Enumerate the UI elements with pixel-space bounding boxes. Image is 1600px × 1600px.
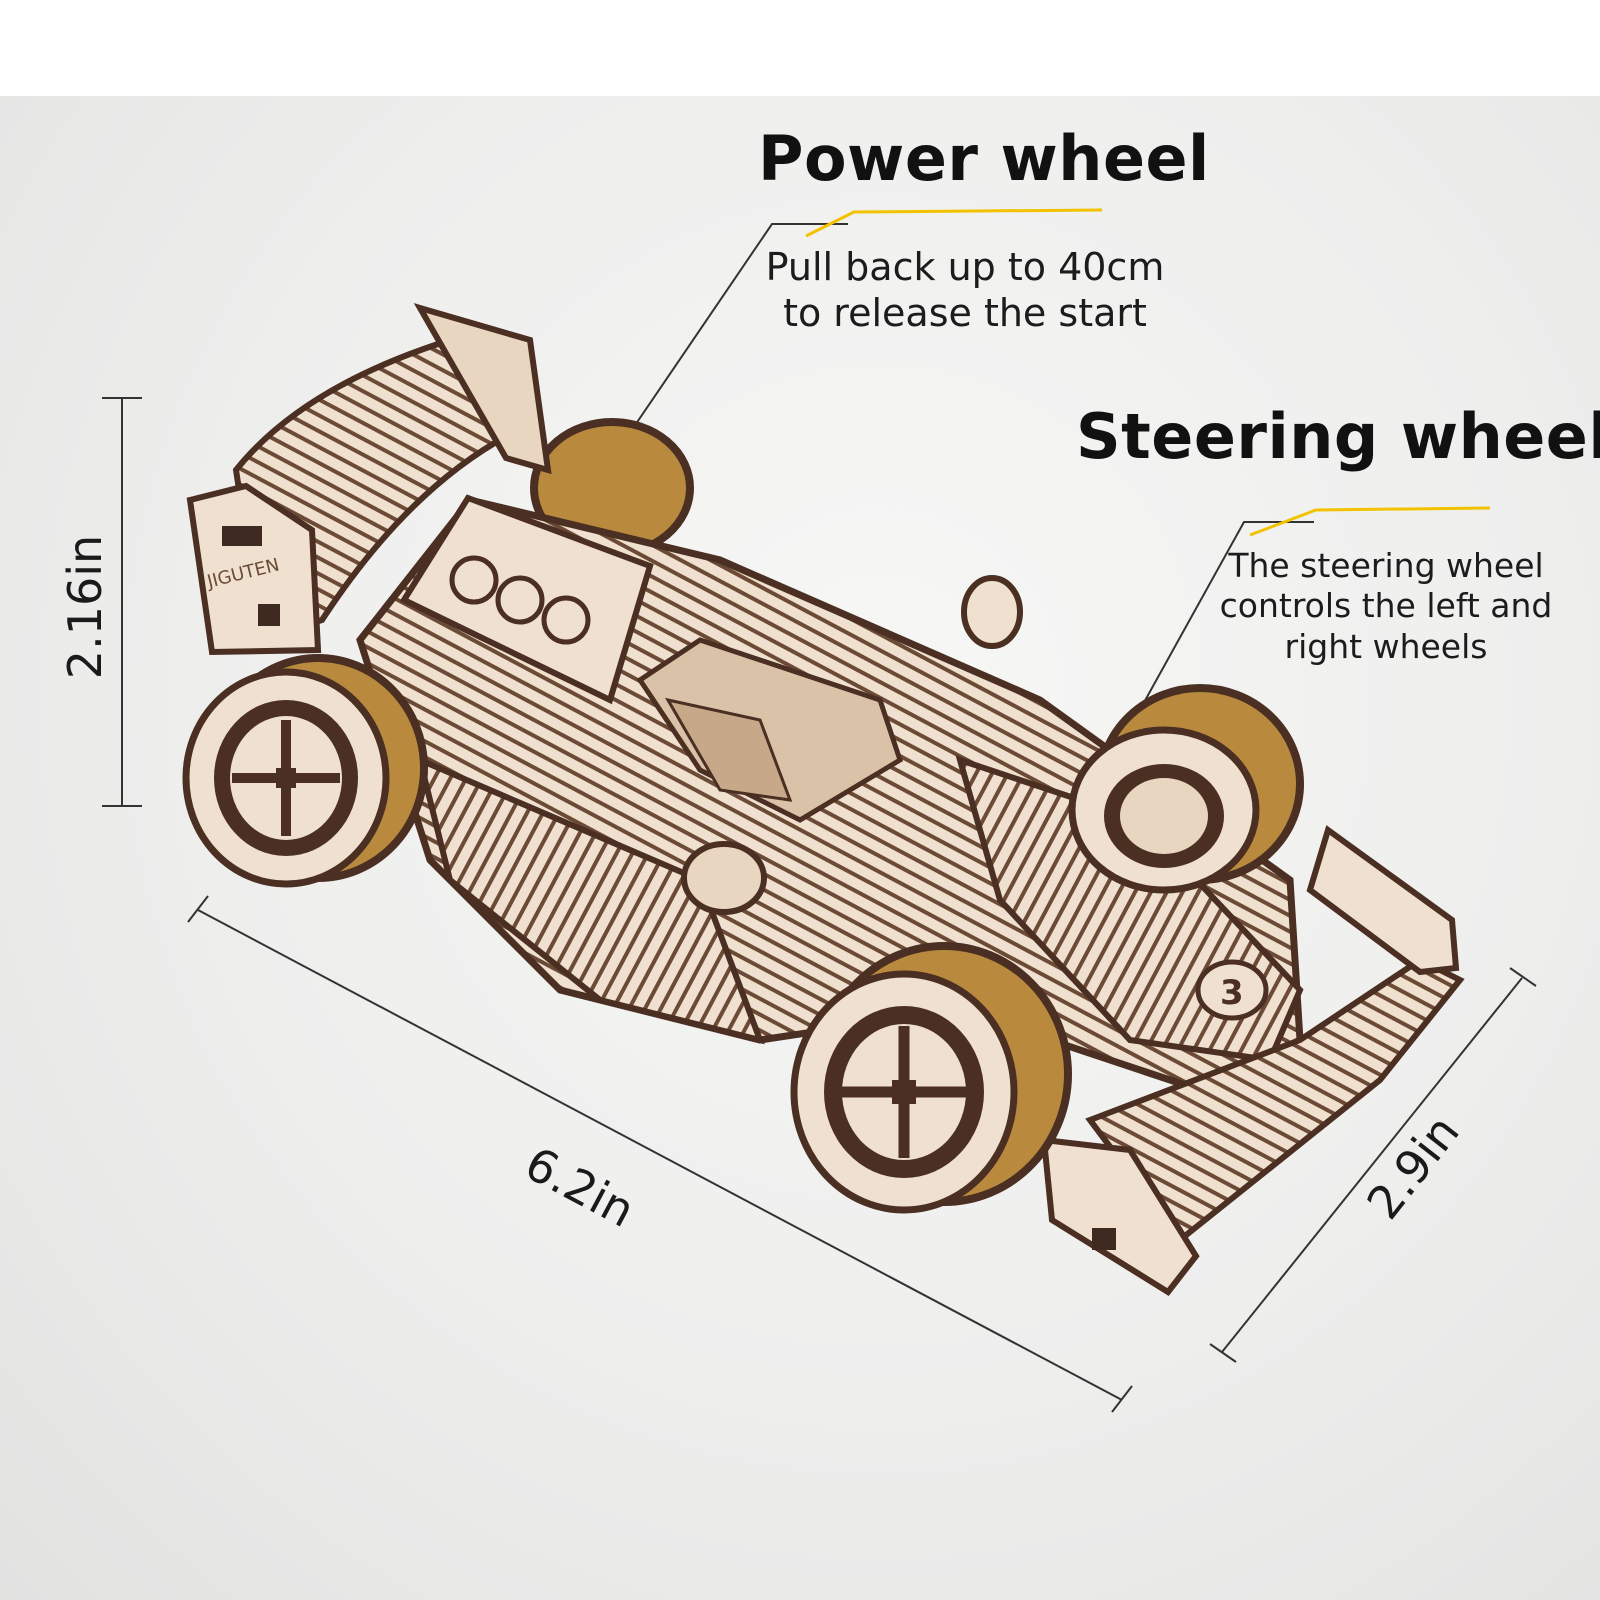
- power-wheel-title: Power wheel: [758, 122, 1210, 195]
- steering-wheel-line-2: controls the left and: [1219, 586, 1553, 626]
- length-dimension-line: [187, 895, 1133, 1413]
- wooden-race-car: JIGUTEN 3: [182, 303, 1465, 1296]
- car-number: 3: [1220, 973, 1244, 1013]
- steering-wheel-description: The steering wheel controls the left and…: [1206, 546, 1566, 667]
- height-dimension-line: [102, 397, 142, 807]
- steering-wheel-title: Steering wheel: [1076, 400, 1600, 473]
- steering-wheel-line-3: right wheels: [1284, 626, 1488, 666]
- power-wheel-line-1: Pull back up to 40cm: [765, 245, 1165, 289]
- height-dimension-label: 2.16in: [58, 534, 112, 680]
- power-wheel-leader: [609, 208, 1103, 463]
- rear-wing: JIGUTEN: [186, 303, 552, 656]
- power-wheel-line-2: to release the start: [783, 291, 1147, 336]
- car-body: 3: [356, 494, 1304, 1094]
- width-dimension-line: [1209, 967, 1537, 1363]
- rear-left-wheel: [182, 654, 428, 888]
- steering-wheel-leader: [1121, 506, 1491, 743]
- front-left-wheel: [790, 942, 1072, 1214]
- steering-wheel-line-1: The steering wheel: [1228, 546, 1544, 585]
- front-wing: [1040, 825, 1465, 1296]
- front-right-wheel: [1068, 684, 1304, 894]
- power-wheel-description: Pull back up to 40cm to release the star…: [760, 244, 1170, 337]
